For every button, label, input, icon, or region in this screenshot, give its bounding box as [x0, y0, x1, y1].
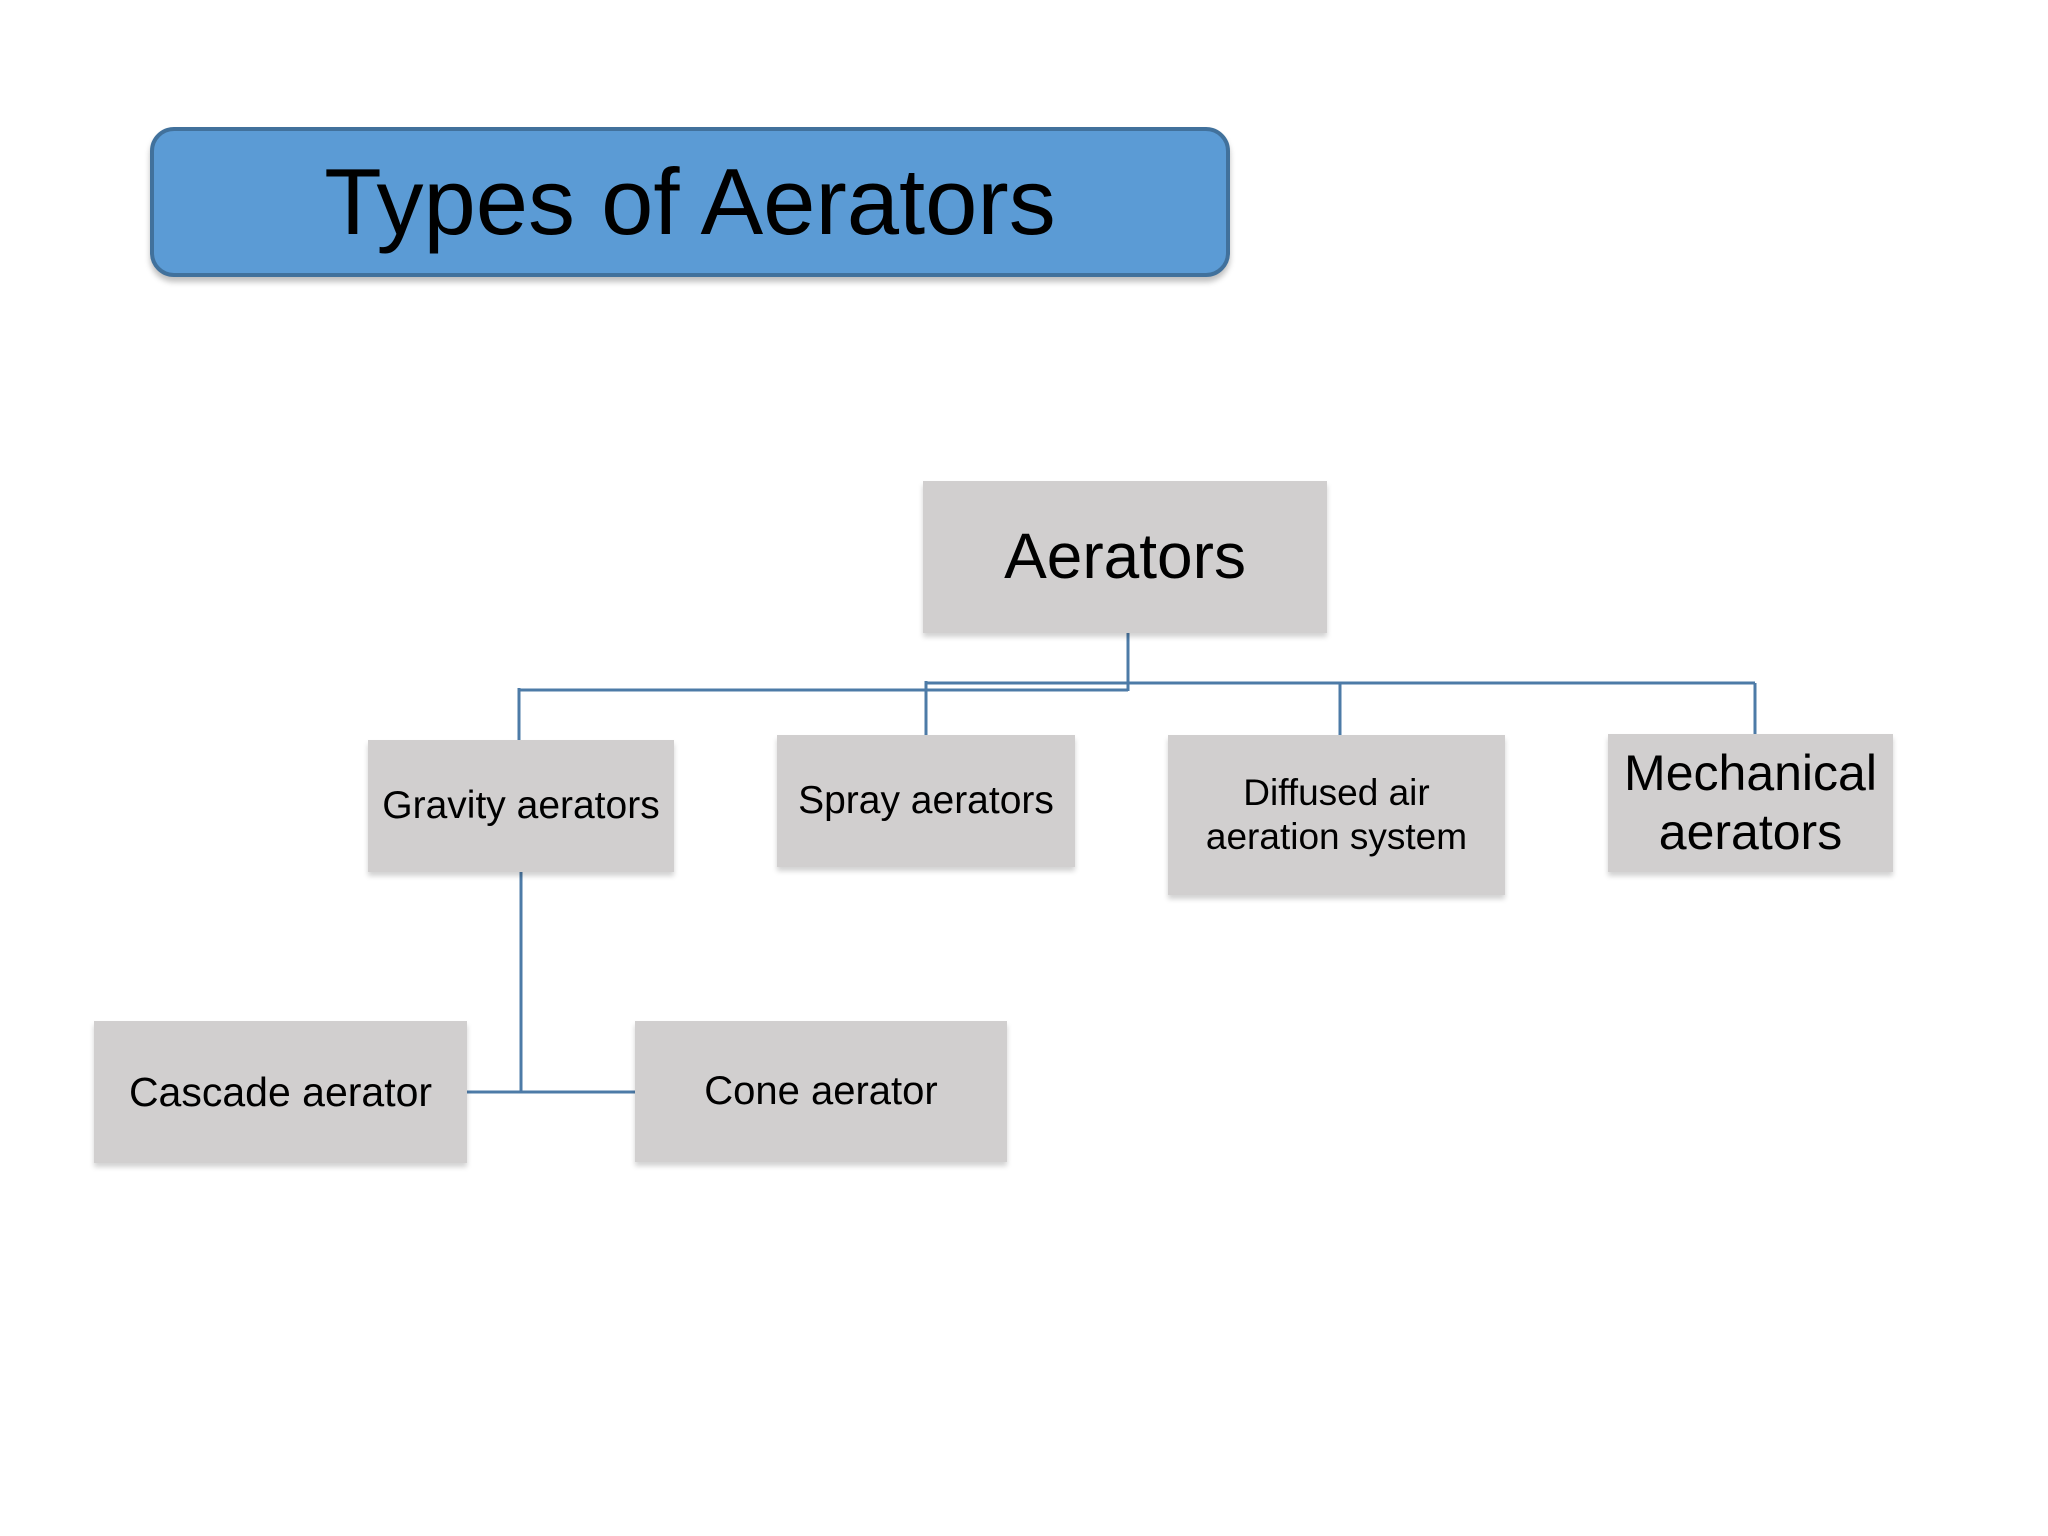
- node-gravity-aerators: Gravity aerators: [368, 740, 674, 872]
- node-diffused-air-label: Diffused air aeration system: [1205, 772, 1468, 857]
- node-cascade-aerator-label: Cascade aerator: [128, 1068, 433, 1115]
- slide-title-box: Types of Aerators: [150, 127, 1230, 277]
- node-cascade-aerator: Cascade aerator: [94, 1021, 467, 1163]
- node-cone-aerator-label: Cone aerator: [704, 1068, 938, 1113]
- node-cone-aerator: Cone aerator: [635, 1021, 1007, 1162]
- slide-title: Types of Aerators: [324, 149, 1056, 254]
- node-spray-aerators-label: Spray aerators: [798, 778, 1054, 822]
- node-aerators-label: Aerators: [1004, 520, 1246, 593]
- node-diffused-air-aeration-system: Diffused air aeration system: [1168, 735, 1505, 895]
- node-mechanical-aerators: Mechanical aerators: [1608, 734, 1893, 872]
- node-aerators: Aerators: [923, 481, 1327, 633]
- node-gravity-aerators-label: Gravity aerators: [382, 783, 660, 827]
- node-spray-aerators: Spray aerators: [777, 735, 1075, 867]
- node-mechanical-aerators-label: Mechanical aerators: [1624, 745, 1877, 860]
